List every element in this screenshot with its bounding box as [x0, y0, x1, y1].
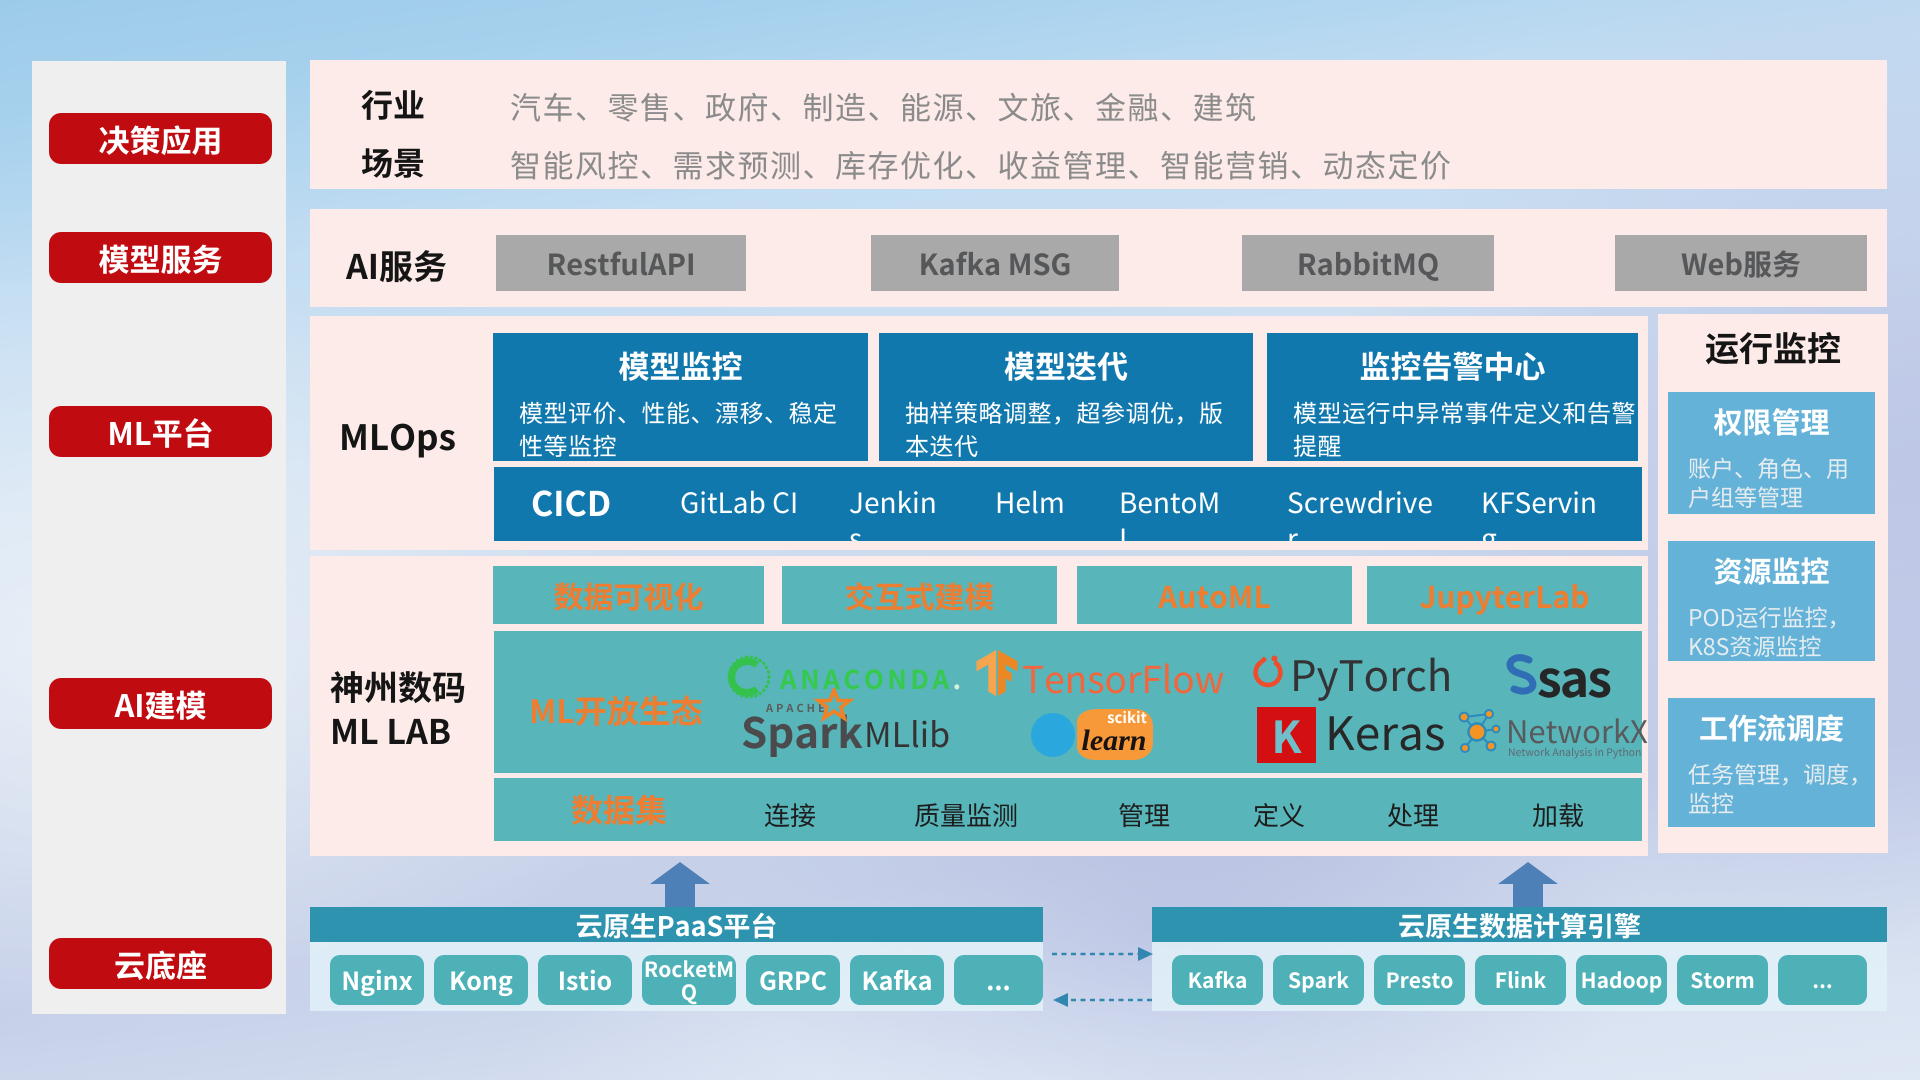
- svg-text:scikit: scikit: [1107, 707, 1148, 728]
- svg-text:learn: learn: [1081, 724, 1146, 757]
